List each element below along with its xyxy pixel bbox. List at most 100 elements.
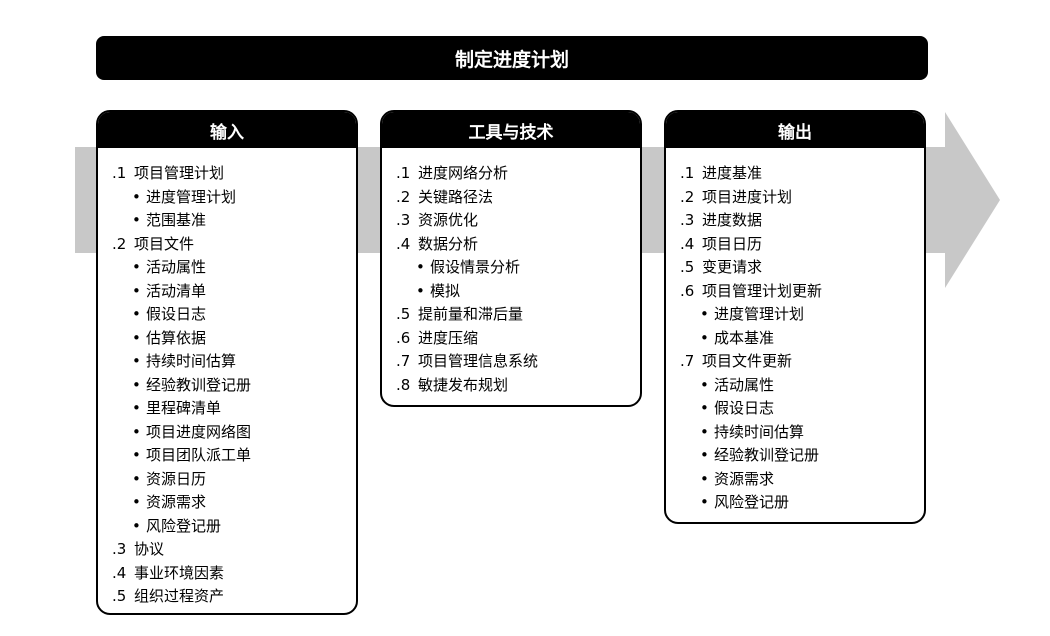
sub-item-label: 风险登记册 [714, 493, 790, 511]
sub-item-label: 资源日历 [146, 469, 207, 488]
item-number: .8 [396, 375, 411, 394]
sub-item-label: 持续时间估算 [714, 422, 805, 441]
bullet-icon: • [132, 328, 141, 347]
sub-list-item: •活动清单 [98, 280, 356, 304]
sub-list-item: • 经验教训登记册 [666, 444, 924, 468]
sub-list-item: • 资源需求 [98, 491, 356, 515]
sub-item-label: 项目进度网络图 [146, 422, 252, 441]
item-number: .1 [396, 164, 411, 182]
item-number: .3 [680, 211, 695, 229]
item-number: .1 [680, 164, 695, 182]
list-item: .1 项目管理计划 [98, 162, 356, 186]
list-item: .4 事业环境因素 [98, 562, 356, 586]
sub-item-label: 经验教训登记册 [714, 446, 820, 464]
sub-list-item: •里程碑清单 [98, 397, 356, 421]
item-number: .6 [680, 281, 695, 300]
item-label: 事业环境因素 [134, 563, 225, 582]
item-label: 敏捷发布规划 [418, 375, 509, 394]
item-label: 项目管理计划更新 [702, 281, 823, 300]
bullet-icon: • [700, 446, 709, 464]
bullet-icon: • [132, 446, 141, 464]
item-label: 数据分析 [418, 234, 479, 253]
bullet-icon: • [700, 469, 709, 488]
item-number: .2 [680, 187, 695, 206]
sub-item-label: 活动清单 [146, 281, 207, 300]
sub-item-label: 项目团队派工单 [146, 446, 252, 464]
item-label: 资源优化 [418, 211, 479, 229]
sub-list-item: • 估算依据 [98, 327, 356, 351]
bullet-icon: • [132, 352, 141, 370]
sub-list-item: •进度管理计划 [666, 303, 924, 327]
sub-list-item: • 进度管理计划 [98, 186, 356, 210]
bullet-icon: • [132, 211, 141, 229]
sub-list-item: •假设日志 [666, 397, 924, 421]
sub-item-label: 风险登记册 [146, 516, 222, 535]
sub-item-label: 持续时间估算 [146, 352, 237, 370]
sub-item-label: 假设日志 [714, 399, 775, 417]
item-label: 组织过程资产 [134, 587, 225, 605]
item-number: .4 [112, 563, 127, 582]
sub-item-label: 里程碑清单 [146, 399, 222, 417]
sub-item-label: 活动属性 [714, 375, 775, 394]
sub-list-item: • 范围基准 [98, 209, 356, 233]
bullet-icon: • [416, 258, 425, 276]
sub-list-item: • 风险登记册 [98, 515, 356, 539]
sub-item-label: 进度管理计划 [146, 187, 237, 206]
tools-header: 工具与技术 [382, 112, 640, 148]
inputs-header: 输入 [98, 112, 356, 148]
sub-item-label: 范围基准 [146, 211, 207, 229]
item-number: .4 [680, 234, 695, 253]
item-label: 进度数据 [702, 211, 763, 229]
outputs-header: 输出 [666, 112, 924, 148]
list-item: .3 进度数据 [666, 209, 924, 233]
item-number: .6 [396, 328, 411, 347]
sub-list-item: •成本基准 [666, 327, 924, 351]
item-number: .3 [112, 540, 127, 558]
sub-list-item: • 资源需求 [666, 468, 924, 492]
process-title: 制定进度计划 [96, 36, 928, 80]
item-number: .5 [396, 305, 411, 323]
bullet-icon: • [132, 516, 141, 535]
item-label: 项目管理计划 [134, 164, 225, 182]
bullet-icon: • [132, 422, 141, 441]
sub-item-label: 资源需求 [714, 469, 775, 488]
sub-item-label: 模拟 [430, 281, 461, 300]
item-number: .5 [112, 587, 127, 605]
list-item: .5 组织过程资产 [98, 585, 356, 609]
sub-item-label: 资源需求 [146, 493, 207, 511]
sub-item-label: 估算依据 [146, 328, 207, 347]
sub-list-item: • 持续时间估算 [98, 350, 356, 374]
item-label: 项目进度计划 [702, 187, 793, 206]
bullet-icon: • [132, 187, 141, 206]
bullet-icon: • [700, 328, 709, 347]
bullet-icon: • [700, 493, 709, 511]
bullet-icon: • [132, 469, 141, 488]
list-item: .3 资源优化 [382, 209, 640, 233]
sub-item-label: 假设情景分析 [430, 258, 521, 276]
item-number: .2 [112, 234, 127, 253]
list-item: .2 项目进度计划 [666, 186, 924, 210]
bullet-icon: • [700, 375, 709, 394]
sub-item-label: 活动属性 [146, 258, 207, 276]
bullet-icon: • [132, 375, 141, 394]
sub-item-label: 进度管理计划 [714, 305, 805, 323]
bullet-icon: • [132, 493, 141, 511]
item-label: 关键路径法 [418, 187, 494, 206]
list-item: .5 提前量和滞后量 [382, 303, 640, 327]
item-number: .1 [112, 164, 127, 182]
item-number: .5 [680, 258, 695, 276]
item-label: 提前量和滞后量 [418, 305, 524, 323]
sub-list-item: •活动属性 [98, 256, 356, 280]
item-number: .3 [396, 211, 411, 229]
